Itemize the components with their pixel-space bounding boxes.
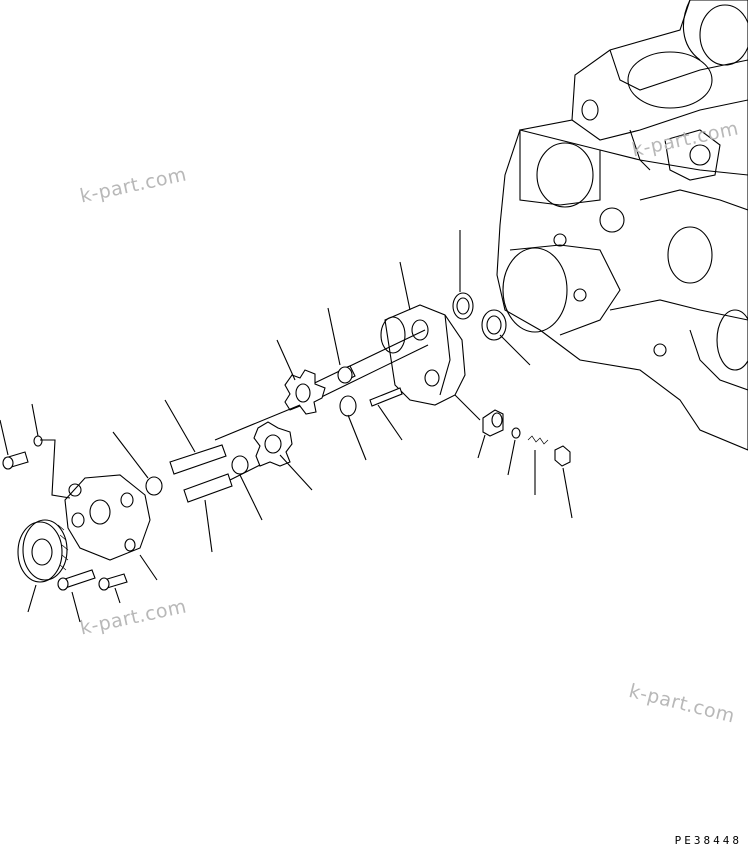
leader-lines	[0, 230, 573, 623]
drawing-code: PE38448	[674, 834, 742, 847]
relief-valve-parts	[454, 394, 571, 467]
pump-internals	[145, 329, 429, 503]
engine-block	[496, 0, 748, 451]
drive-gear	[17, 519, 69, 583]
pump-cover	[64, 474, 151, 561]
seal-rings	[452, 292, 507, 341]
bolts	[2, 435, 128, 591]
pump-housing	[380, 304, 466, 406]
